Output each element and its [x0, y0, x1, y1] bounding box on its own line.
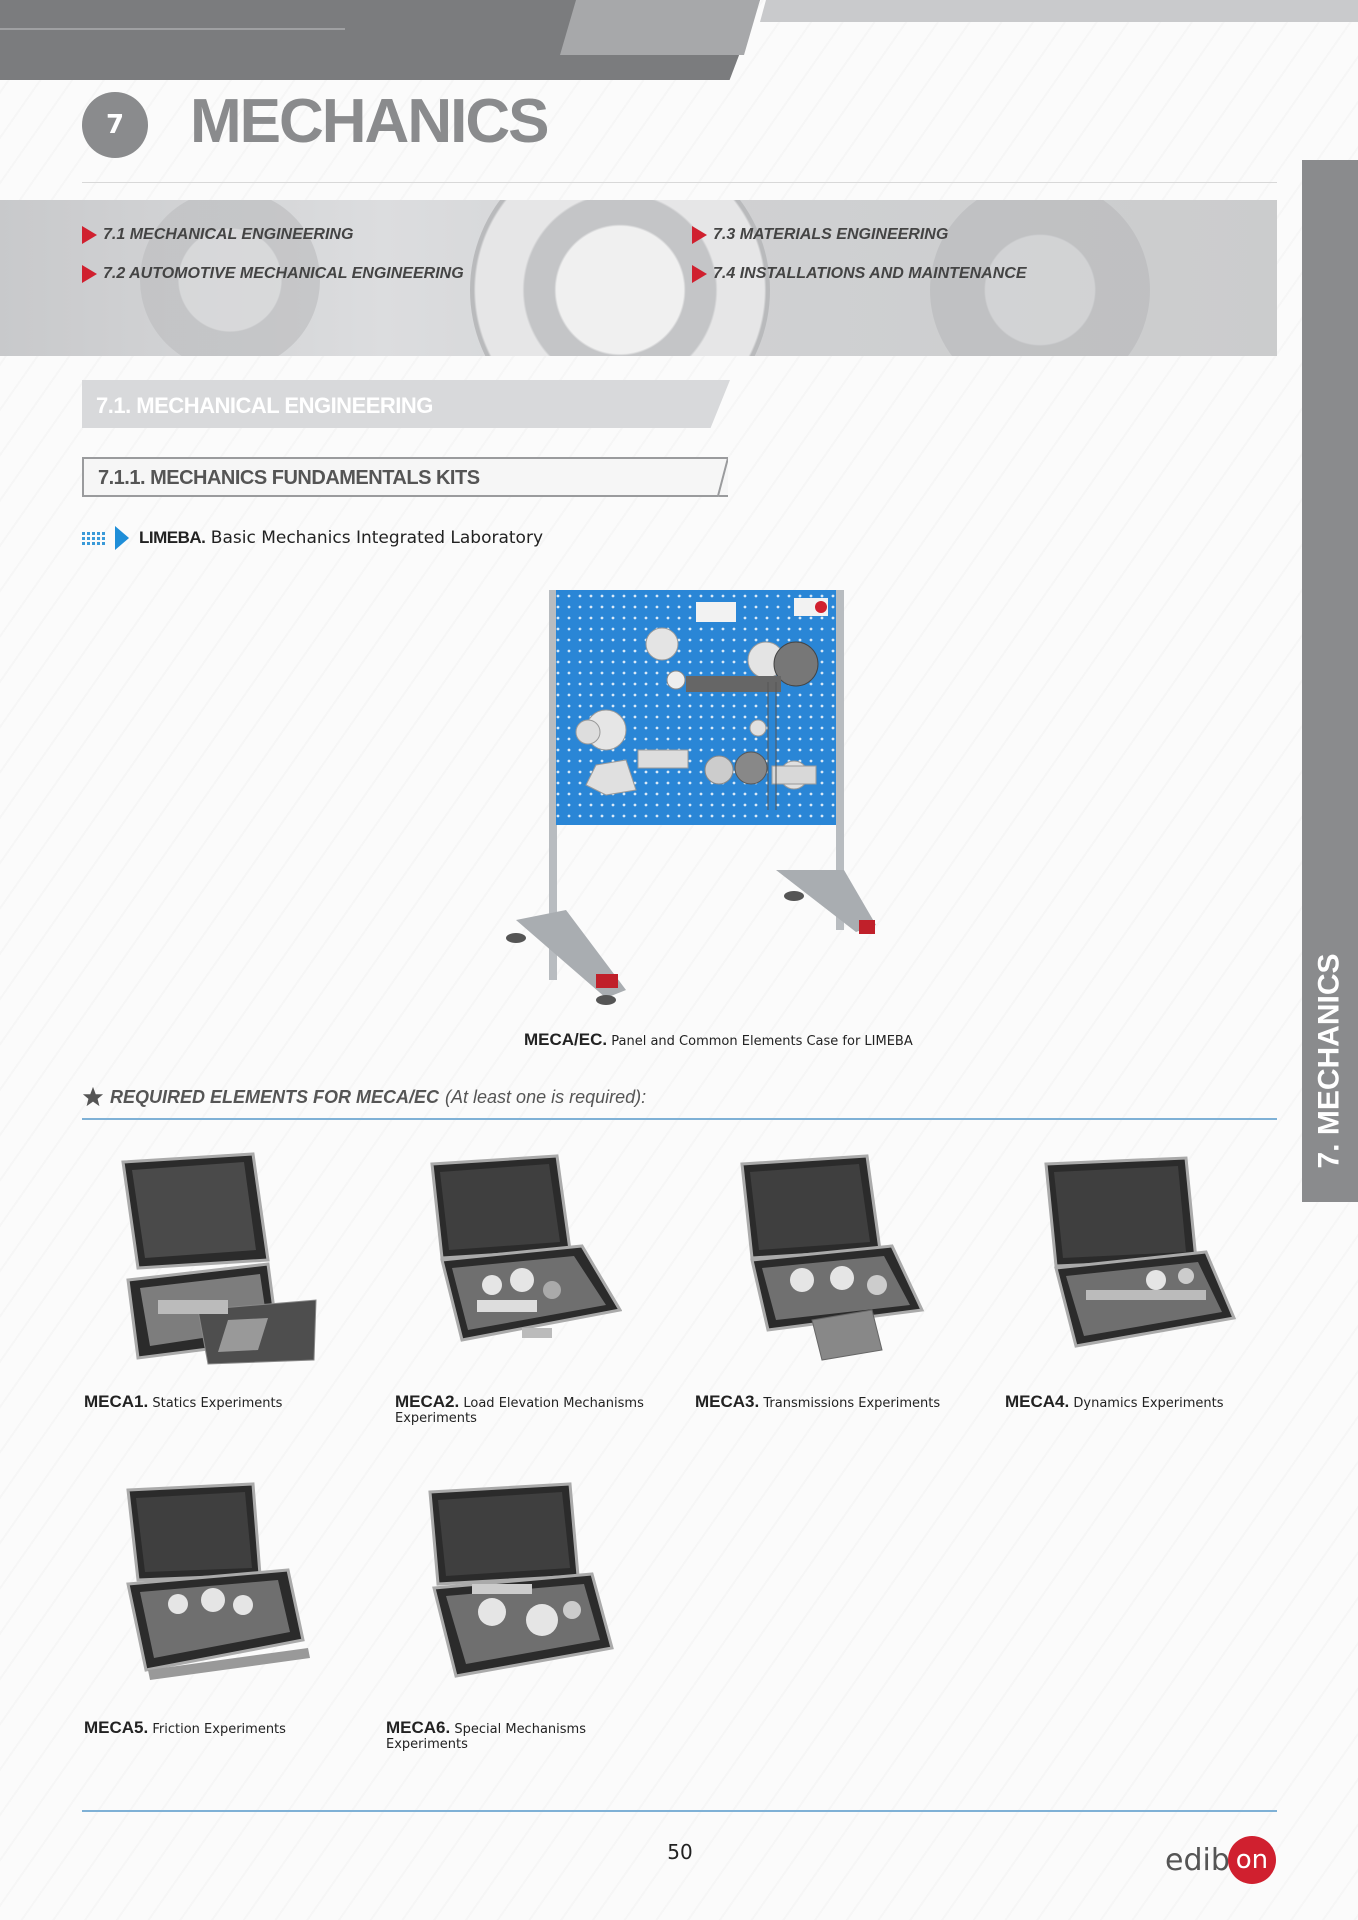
section-header: 7.1. MECHANICAL ENGINEERING: [82, 380, 730, 428]
meca5-case-image[interactable]: [118, 1480, 318, 1695]
nav-arrow-icon: [82, 265, 97, 283]
header-band-line: [0, 28, 345, 30]
meca2-case-image[interactable]: [422, 1150, 622, 1365]
star-icon: [82, 1086, 104, 1107]
header-band-mid: [560, 0, 760, 55]
header-band-light: [760, 0, 1358, 22]
meca3-desc: Transmissions Experiments: [763, 1396, 941, 1411]
meca5-code: MECA5.: [84, 1718, 149, 1737]
meca6-desc: Special Mechanisms Experiments: [386, 1722, 586, 1752]
subsection-header: 7.1.1. MECHANICS FUNDAMENTALS KITS: [82, 457, 728, 497]
chapter-number-badge: 7: [82, 92, 148, 158]
meca1-desc: Statics Experiments: [152, 1396, 283, 1411]
meca5-desc: Friction Experiments: [152, 1722, 286, 1737]
nav-label: 7.4 INSTALLATIONS AND MAINTENANCE: [713, 265, 1027, 282]
logo-text: edib: [1165, 1842, 1230, 1878]
hero-banner: 7.1 MECHANICAL ENGINEERING 7.2 AUTOMOTIV…: [0, 200, 1277, 356]
logo-mark: on: [1227, 1836, 1276, 1884]
product-line-heading[interactable]: LIMEBA. Basic Mechanics Integrated Labor…: [82, 526, 543, 550]
meca6-caption: MECA6. Special Mechanisms Experiments: [386, 1718, 666, 1752]
meca-ec-caption: MECA/EC. Panel and Common Elements Case …: [524, 1030, 913, 1050]
side-tab-label: 7. MECHANICS: [1313, 953, 1346, 1169]
dots-icon: [82, 531, 105, 545]
chapter-number: 7: [105, 110, 125, 140]
page-number: 50: [667, 1840, 693, 1864]
meca4-code: MECA4.: [1005, 1392, 1070, 1411]
hero-gear-large: [470, 200, 770, 356]
title-divider: [82, 182, 1277, 183]
subsection-header-edge: [714, 457, 728, 497]
required-divider: [82, 1118, 1277, 1120]
nav-link-installations-maintenance[interactable]: 7.4 INSTALLATIONS AND MAINTENANCE: [692, 265, 1026, 283]
meca4-desc: Dynamics Experiments: [1073, 1396, 1224, 1411]
nav-link-mechanical-engineering[interactable]: 7.1 MECHANICAL ENGINEERING: [82, 226, 353, 244]
footer-divider: [82, 1810, 1277, 1812]
meca3-case-image[interactable]: [732, 1150, 932, 1365]
required-elements-note: (At least one is required):: [445, 1086, 647, 1107]
product-line-name: Basic Mechanics Integrated Laboratory: [210, 528, 544, 548]
nav-arrow-icon: [82, 226, 97, 244]
meca2-desc: Load Elevation Mechanisms Experiments: [395, 1396, 644, 1426]
hero-gear-right: [930, 200, 1150, 356]
meca5-caption: MECA5. Friction Experiments: [84, 1718, 354, 1737]
nav-label: 7.1 MECHANICAL ENGINEERING: [103, 226, 354, 243]
chapter-side-tab[interactable]: 7. MECHANICS: [1302, 160, 1358, 1202]
play-arrow-icon: [115, 526, 129, 550]
required-elements-text: REQUIRED ELEMENTS FOR MECA/EC: [110, 1086, 440, 1107]
meca2-caption: MECA2. Load Elevation Mechanisms Experim…: [395, 1392, 675, 1426]
chapter-title: MECHANICS: [190, 87, 549, 156]
meca2-code: MECA2.: [395, 1392, 460, 1411]
nav-label: 7.2 AUTOMOTIVE MECHANICAL ENGINEERING: [103, 265, 464, 282]
nav-arrow-icon: [692, 265, 707, 283]
nav-arrow-icon: [692, 226, 707, 244]
meca1-case-image[interactable]: [118, 1150, 318, 1365]
meca1-caption: MECA1. Statics Experiments: [84, 1392, 354, 1411]
meca6-case-image[interactable]: [422, 1480, 622, 1695]
meca4-caption: MECA4. Dynamics Experiments: [1005, 1392, 1275, 1411]
meca-ec-code: MECA/EC.: [524, 1030, 608, 1049]
meca-ec-desc: Panel and Common Elements Case for LIMEB…: [611, 1034, 913, 1049]
nav-label: 7.3 MATERIALS ENGINEERING: [713, 226, 949, 243]
meca4-case-image[interactable]: [1036, 1150, 1236, 1365]
meca6-code: MECA6.: [386, 1718, 451, 1737]
meca3-code: MECA3.: [695, 1392, 760, 1411]
meca3-caption: MECA3. Transmissions Experiments: [695, 1392, 965, 1411]
meca1-code: MECA1.: [84, 1392, 149, 1411]
product-line-code: LIMEBA.: [139, 528, 206, 547]
required-elements-heading: REQUIRED ELEMENTS FOR MECA/EC (At least …: [82, 1086, 646, 1108]
meca-ec-panel-image[interactable]: [476, 580, 916, 1020]
hero-gear-small: [140, 200, 320, 356]
nav-link-automotive-mechanical-engineering[interactable]: 7.2 AUTOMOTIVE MECHANICAL ENGINEERING: [82, 265, 464, 283]
nav-link-materials-engineering[interactable]: 7.3 MATERIALS ENGINEERING: [692, 226, 948, 244]
